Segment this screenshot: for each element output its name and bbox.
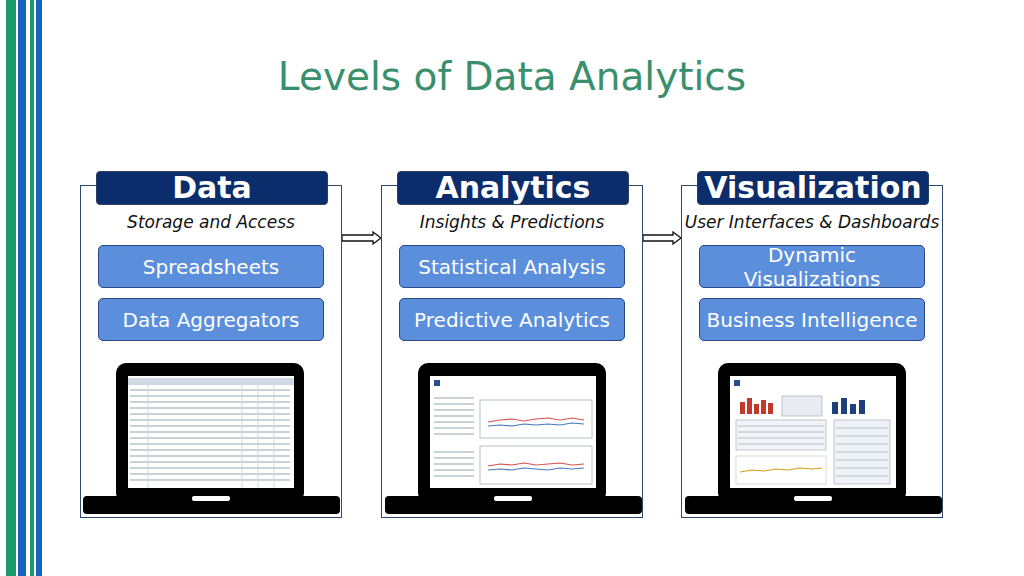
- laptop-notch: [494, 496, 532, 501]
- bar-chart: [740, 398, 773, 414]
- chart-line: [488, 463, 584, 466]
- process-box: Dynamic Visualizations: [699, 245, 925, 288]
- box-label: Spreadsheets: [143, 255, 279, 279]
- side-stripe: [18, 0, 26, 576]
- stage-heading: Analytics: [397, 171, 629, 205]
- stage-heading: Visualization: [697, 171, 929, 205]
- laptop-illustration: [83, 363, 340, 514]
- laptop-base: [385, 496, 642, 514]
- laptop-illustration: [385, 363, 642, 514]
- screen-logo: [734, 380, 740, 386]
- box-label: Dynamic Visualizations: [700, 243, 924, 291]
- process-box: Spreadsheets: [98, 245, 324, 288]
- side-stripe: [36, 0, 42, 576]
- chart-line: [740, 468, 822, 472]
- box-label: Statistical Analysis: [418, 255, 606, 279]
- stage-heading: Data: [96, 171, 328, 205]
- side-stripe: [6, 0, 16, 576]
- stage-panel: DataStorage and AccessSpreadsheetsData A…: [80, 185, 342, 518]
- sheet-rows: [130, 390, 290, 480]
- dash-table: [782, 396, 822, 416]
- chart-frame: [480, 446, 592, 484]
- process-box: Business Intelligence: [699, 298, 925, 341]
- dash-table: [736, 420, 826, 450]
- chart-line: [488, 418, 584, 422]
- flow-arrow: [643, 232, 681, 244]
- laptop-illustration: [685, 363, 942, 514]
- stage-subtitle: Insights & Predictions: [382, 212, 642, 232]
- laptop-base: [83, 496, 340, 514]
- laptop-screen: [116, 363, 304, 503]
- screen-content: [430, 376, 596, 488]
- flow-arrow: [342, 232, 381, 244]
- box-label: Predictive Analytics: [414, 308, 610, 332]
- laptop-notch: [794, 496, 832, 501]
- box-label: Business Intelligence: [707, 308, 918, 332]
- laptop-screen: [418, 363, 606, 503]
- process-box: Predictive Analytics: [399, 298, 625, 341]
- screen-logo: [434, 380, 440, 386]
- stage-panel: AnalyticsInsights & PredictionsStatistic…: [381, 185, 643, 518]
- chart-frame: [480, 400, 592, 438]
- sheet-columns: [148, 378, 274, 488]
- diagram-title: Levels of Data Analytics: [0, 54, 1024, 99]
- stage-panel: VisualizationUser Interfaces & Dashboard…: [681, 185, 943, 518]
- side-stripe: [30, 0, 34, 576]
- laptop-notch: [192, 496, 230, 501]
- screen-content: [730, 376, 896, 488]
- dash-table: [834, 420, 890, 484]
- chart-line: [488, 423, 584, 426]
- stage-subtitle: Storage and Access: [81, 212, 341, 232]
- box-label: Data Aggregators: [123, 308, 300, 332]
- data-table: [434, 398, 474, 476]
- sheet-header: [128, 378, 294, 385]
- chart-frame: [736, 456, 826, 484]
- chart-line: [488, 468, 584, 470]
- stage-subtitle: User Interfaces & Dashboards: [682, 212, 942, 232]
- screen-content: [128, 376, 294, 488]
- process-box: Data Aggregators: [98, 298, 324, 341]
- laptop-base: [685, 496, 942, 514]
- bar-chart: [832, 398, 865, 414]
- laptop-screen: [718, 363, 906, 503]
- process-box: Statistical Analysis: [399, 245, 625, 288]
